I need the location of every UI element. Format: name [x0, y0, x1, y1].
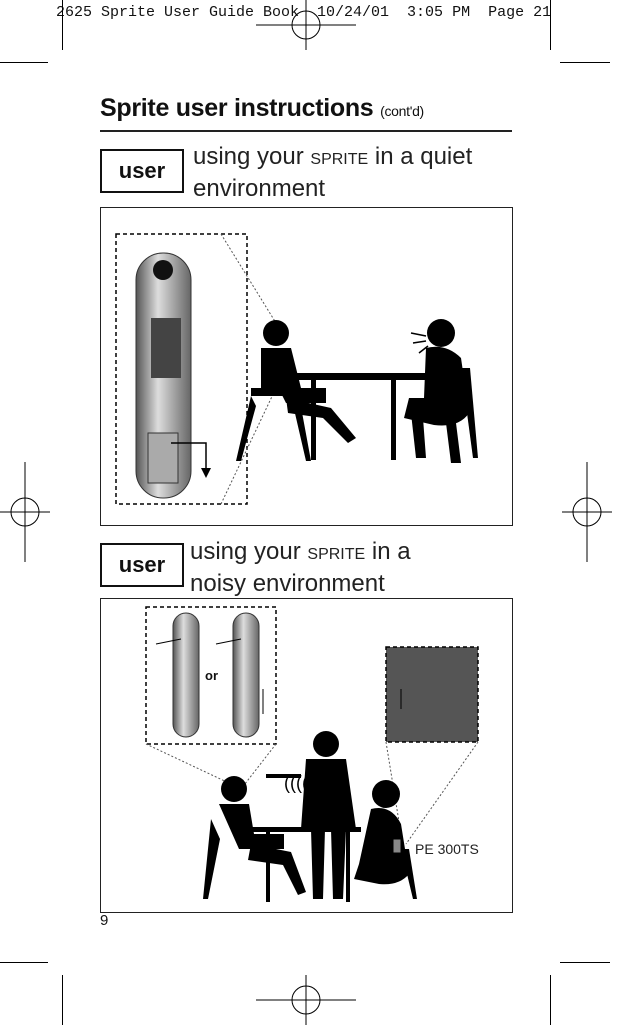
speech-lines — [410, 332, 429, 354]
sound-waves: (((((( — [284, 773, 320, 793]
heading-text: in a quiet — [368, 143, 473, 170]
user-badge: user — [100, 543, 184, 587]
noisy-scene: (((((( ((((( — [145, 606, 479, 902]
crop-mark — [0, 62, 48, 63]
pe300ts-device — [392, 838, 402, 854]
user-badge: user — [100, 149, 184, 193]
zoom-frame-pe300ts — [385, 646, 479, 743]
device-label: PE 300TS — [415, 841, 479, 857]
crop-mark — [550, 0, 551, 50]
crop-mark — [560, 962, 610, 963]
people-silhouettes — [203, 731, 417, 902]
hearing-aid-device — [172, 612, 200, 738]
or-label: or — [205, 668, 218, 683]
crop-mark — [62, 0, 63, 50]
people-silhouettes — [236, 319, 478, 463]
hearing-aid-device — [232, 612, 260, 738]
zoom-frame-devices — [145, 606, 277, 745]
heading-text: in a — [365, 538, 411, 565]
heading-text: using your — [193, 143, 311, 170]
title-suffix: (cont'd) — [380, 103, 424, 119]
crop-mark — [550, 975, 551, 1025]
section-heading-quiet: using your SPRITE in a quiet environment — [193, 142, 472, 203]
page-number: 9 — [100, 912, 109, 929]
zoom-frame — [115, 233, 248, 505]
heading-text: noisy environment — [190, 570, 385, 597]
page-title: Sprite user instructions (cont'd) — [100, 94, 424, 123]
title-rule — [100, 130, 512, 132]
crop-mark — [62, 975, 63, 1025]
crop-mark — [0, 962, 48, 963]
heading-text: environment — [193, 175, 326, 202]
title-main: Sprite user instructions — [100, 94, 374, 122]
illustration-noisy: (((((( ((((( — [100, 598, 513, 913]
crop-mark — [560, 62, 610, 63]
brand-name: SPRITE — [307, 546, 366, 563]
heading-text: using your — [190, 538, 308, 565]
illustration-quiet — [100, 207, 513, 526]
quiet-scene — [115, 233, 478, 505]
section-heading-noisy: using your SPRITE in a noisy environment — [190, 537, 411, 598]
svg-text:(((((: ((((( — [316, 816, 340, 832]
brand-name: SPRITE — [310, 151, 369, 168]
print-slug: 2625 Sprite User Guide Book 10/24/01 3:0… — [56, 4, 552, 21]
